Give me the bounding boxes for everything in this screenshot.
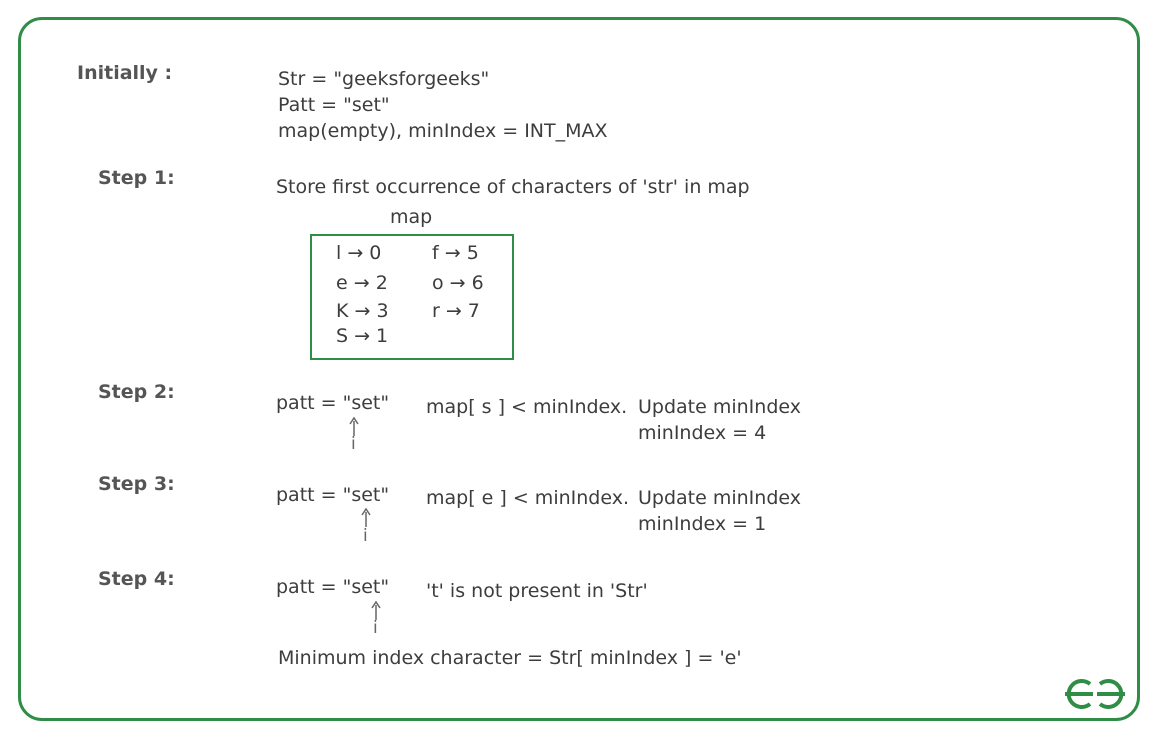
step4-index-pointer: i [373, 618, 378, 638]
diagram-frame [18, 17, 1140, 721]
result-line: Minimum index character = Str[ minIndex … [278, 647, 742, 669]
geeksforgeeks-logo [1065, 679, 1125, 709]
step3-label: Step 3: [98, 473, 175, 495]
map-title: map [390, 206, 433, 228]
step2-note-value: minIndex = 4 [638, 422, 767, 444]
initial-patt-line: Patt = "set" [278, 94, 390, 116]
initially-label: Initially : [77, 62, 173, 84]
map-entry: r → 7 [432, 300, 480, 322]
up-arrow-icon [371, 600, 381, 620]
step4-patt: patt = "set" [276, 576, 390, 598]
step3-patt: patt = "set" [276, 484, 390, 506]
map-entry: f → 5 [432, 242, 479, 264]
map-entry: e → 2 [336, 272, 388, 294]
map-entry: o → 6 [432, 272, 484, 294]
step3-note-value: minIndex = 1 [638, 513, 767, 535]
step1-label: Step 1: [98, 167, 175, 189]
step3-note-update: Update minIndex [638, 487, 801, 509]
map-entry: S → 1 [336, 325, 389, 347]
initial-map-line: map(empty), minIndex = INT_MAX [278, 120, 608, 142]
step1-description: Store first occurrence of characters of … [276, 176, 750, 198]
step2-label: Step 2: [98, 381, 175, 403]
map-entry: l → 0 [336, 242, 382, 264]
map-box [310, 234, 514, 360]
step2-patt: patt = "set" [276, 392, 390, 414]
step3-note-compare: map[ e ] < minIndex. [426, 487, 629, 509]
up-arrow-icon [349, 416, 359, 436]
map-entry: K → 3 [336, 300, 389, 322]
step4-note-absent: 't' is not present in 'Str' [426, 580, 648, 602]
step2-note-compare: map[ s ] < minIndex. [426, 396, 628, 418]
up-arrow-icon [361, 507, 371, 527]
step2-note-update: Update minIndex [638, 396, 801, 418]
initial-str-line: Str = "geeksforgeeks" [278, 68, 490, 90]
step4-label: Step 4: [98, 568, 175, 590]
step3-index-pointer: i [363, 526, 368, 546]
step2-index-pointer: i [351, 434, 356, 454]
